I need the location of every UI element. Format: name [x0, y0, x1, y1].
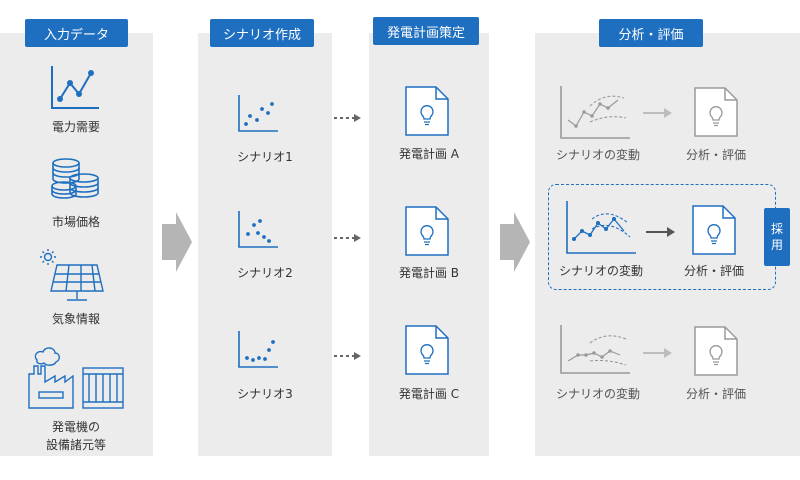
analysis-row2-eval-label: 分析・評価	[683, 264, 744, 278]
input-header: 入力データ	[25, 19, 128, 47]
arrow-icon	[643, 348, 672, 358]
variation-chart-icon	[560, 86, 630, 139]
arrow-icon	[646, 227, 675, 237]
document-lightbulb-icon	[405, 206, 449, 256]
document-lightbulb-icon	[692, 205, 736, 255]
scenario-label-2: シナリオ2	[237, 266, 293, 280]
analysis-header: 分析・評価	[599, 19, 703, 47]
flow-arrow-1	[162, 212, 192, 272]
analysis-row1-variation-label: シナリオの変動	[555, 148, 640, 162]
scenario-label-3: シナリオ3	[237, 387, 293, 401]
dotted-arrow-1	[334, 114, 361, 122]
input-panel	[0, 33, 153, 456]
scatter-plot-icon	[238, 95, 278, 132]
flow-arrow-2	[500, 212, 530, 272]
input-label-weather: 気象情報	[51, 312, 100, 326]
plan-header: 発電計画策定	[373, 17, 479, 45]
power-plant-icon	[28, 347, 124, 409]
input-label-generator-1: 発電機の	[51, 420, 100, 434]
analysis-row2-variation-label: シナリオの変動	[558, 264, 643, 278]
adopted-badge: 採 用	[764, 208, 790, 266]
coin-stack-icon	[51, 158, 99, 199]
analysis-row1-eval-label: 分析・評価	[685, 148, 746, 162]
document-lightbulb-icon	[694, 326, 738, 376]
arrow-icon	[643, 108, 672, 118]
dotted-arrow-3	[334, 352, 361, 360]
variation-chart-icon	[566, 201, 636, 254]
scenario-label-1: シナリオ1	[237, 150, 293, 164]
scenario-panel	[198, 33, 332, 456]
input-label-generator-2: 設備諸元等	[45, 438, 106, 452]
document-lightbulb-icon	[405, 86, 449, 136]
scenario-header: シナリオ作成	[210, 19, 314, 47]
scatter-plot-icon	[238, 211, 278, 248]
plan-label-b: 発電計画 B	[398, 266, 460, 280]
adopted-badge-char-1: 採	[770, 222, 783, 236]
solar-panel-icon	[40, 249, 104, 301]
dotted-arrow-2	[334, 234, 361, 242]
analysis-row3-variation-label: シナリオの変動	[555, 387, 640, 401]
input-label-demand: 電力需要	[51, 120, 100, 134]
variation-chart-icon	[560, 325, 630, 374]
line-chart-icon	[51, 66, 99, 109]
analysis-panel	[535, 33, 800, 456]
analysis-row3-eval-label: 分析・評価	[685, 387, 746, 401]
document-lightbulb-icon	[405, 325, 449, 375]
scatter-plot-icon	[238, 331, 278, 368]
plan-label-a: 発電計画 A	[398, 147, 460, 161]
document-lightbulb-icon	[694, 87, 738, 137]
adopted-badge-char-2: 用	[770, 238, 783, 252]
input-label-price: 市場価格	[51, 215, 100, 229]
plan-label-c: 発電計画 C	[398, 387, 460, 401]
